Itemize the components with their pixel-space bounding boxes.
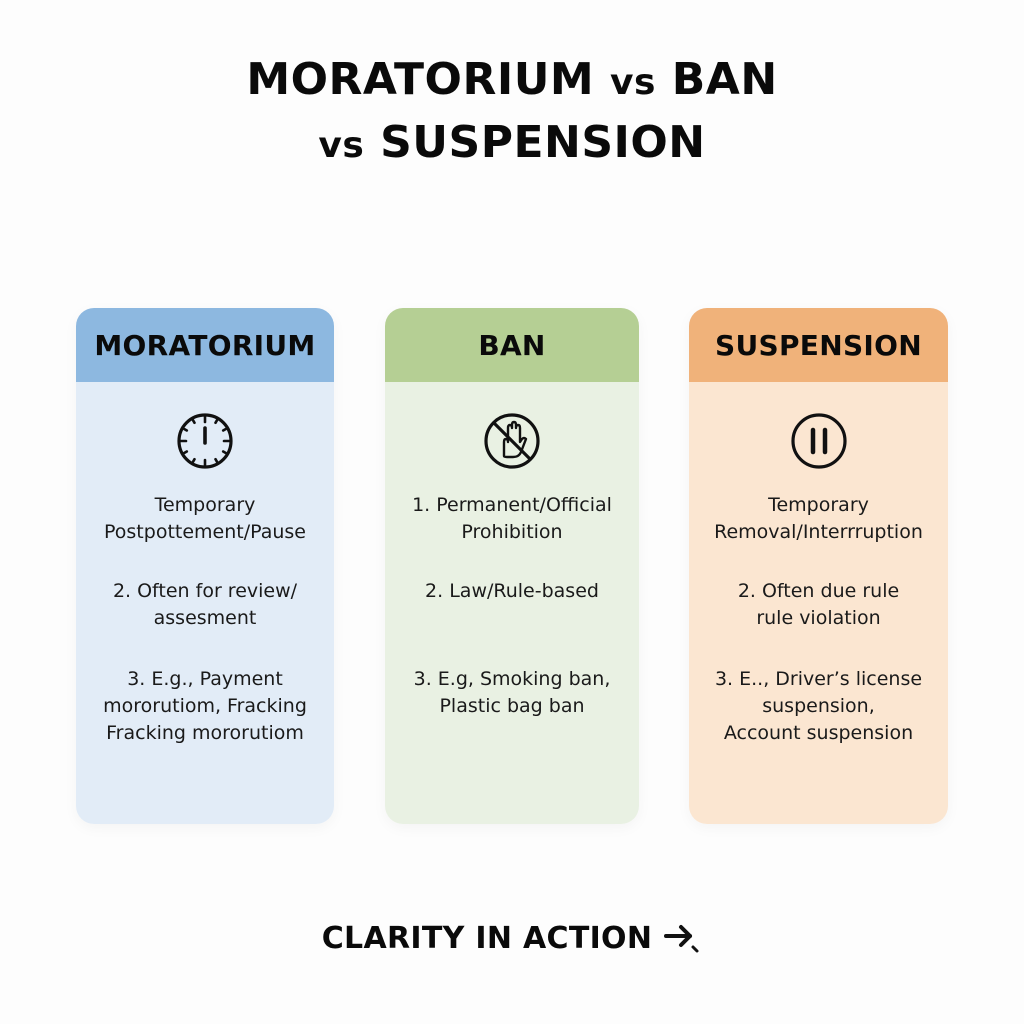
title-line-1: MORATORIUM vs BAN [0,50,1024,113]
title-ban: BAN [671,54,778,105]
card-item-1: Temporary Removal/Interrruption [714,494,923,543]
card-item-1: 1. Permanent/Official Prohibition [412,494,612,543]
page-title: MORATORIUM vs BAN vs SUSPENSION [0,50,1024,176]
pause-icon [790,413,847,469]
card-suspension: SUSPENSION Temporary Removal/Interrrupti… [689,308,948,824]
card-item-3: 3. E.., Driver’s license suspension, Acc… [714,668,923,744]
card-header: MORATORIUM [76,308,334,382]
footer-label: CLARITY IN ACTION [321,920,653,956]
title-line-2: vs SUSPENSION [0,113,1024,176]
title-vs: vs [318,125,365,166]
title-moratorium: MORATORIUM [246,54,595,105]
card-moratorium: MORATORIUM [76,308,334,824]
card-header: SUSPENSION [689,308,948,382]
card-body: 1. Permanent/Official Prohibition 2. Law… [385,382,639,824]
card-item-2: 2. Often due rule rule violation [737,580,900,629]
card-body: Temporary Removal/Interrruption 2. Often… [689,382,948,824]
card-item-1: Temporary Postpottement/Pause [104,494,306,543]
card-item-2: 2. Often for review/ assesment [112,580,298,629]
no-hand-prohibited-icon [484,413,540,469]
card-header: BAN [385,308,639,382]
card-ban: BAN 1. Permanent/Official Prohibition 2.… [385,308,639,824]
clock-icon [177,413,233,469]
card-item-2: 2. Law/Rule-based [425,580,599,602]
title-suspension: SUSPENSION [380,117,706,168]
title-vs: vs [610,62,656,103]
arrow-right-icon [664,925,699,953]
card-body: Temporary Postpottement/Pause 2. Often f… [76,382,334,824]
card-item-3: 3. E.g., Payment mororutiom, Fracking Fr… [103,668,307,744]
footer-tagline: CLARITY IN ACTION [0,918,1024,958]
card-item-3: 3. E.g, Smoking ban, Plastic bag ban [413,668,611,717]
